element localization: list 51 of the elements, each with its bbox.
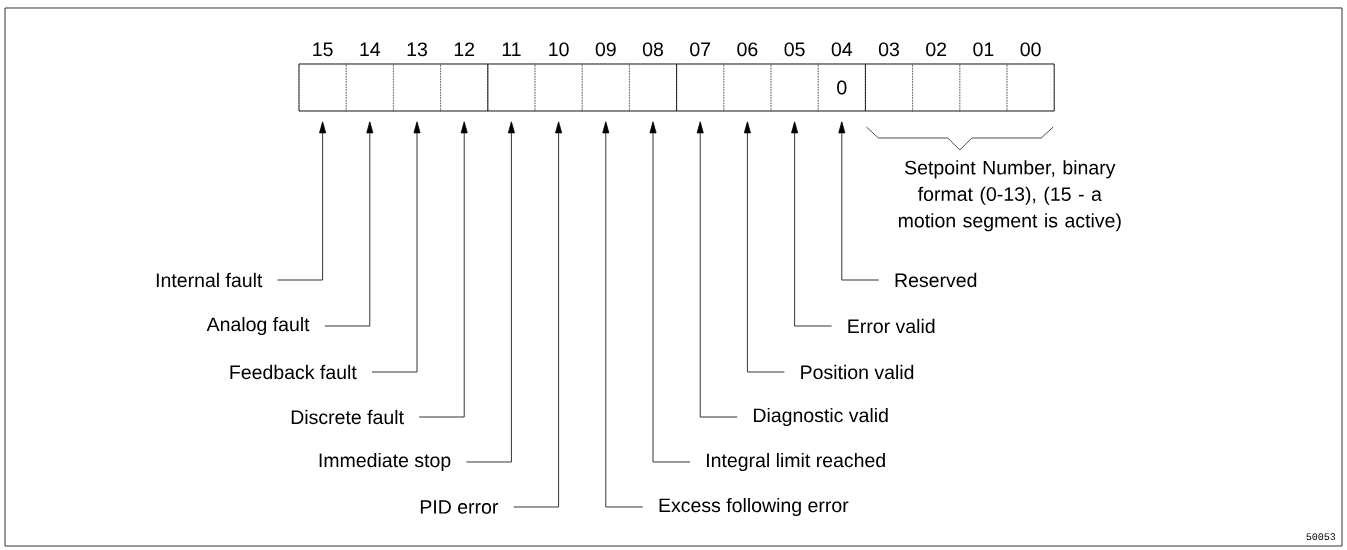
bit-number: 10	[549, 42, 569, 57]
bit-number: 11	[502, 42, 521, 56]
field-label: Internal fault	[156, 272, 263, 288]
field-label: Reserved	[895, 272, 977, 288]
bit-number: 06	[737, 42, 758, 57]
bit-number: 13	[407, 42, 427, 57]
leader-arrow	[743, 121, 785, 373]
field-label: Discrete fault	[291, 409, 404, 425]
leader-arrow	[418, 121, 468, 418]
bit-cell	[959, 63, 1008, 112]
bit-number: 05	[784, 42, 805, 57]
bit-cell	[393, 63, 441, 112]
note-text: Setpoint Number, binary format (0-13), (15 - a motion segment is active)	[898, 160, 1121, 232]
leader-arrow	[513, 121, 563, 508]
bit-cell	[770, 63, 819, 112]
field-label: Excess following error	[659, 497, 849, 517]
field-label: Error valid	[848, 318, 935, 334]
bit-number: 04	[831, 42, 853, 57]
field-label: Feedback fault	[230, 364, 357, 380]
leader-arrow	[277, 121, 327, 281]
bit-number: 15	[313, 42, 333, 57]
bit-cell	[581, 63, 630, 112]
leader-arrow	[466, 121, 515, 463]
bit-cell: 0	[817, 63, 866, 112]
bit-cell	[345, 63, 394, 112]
figure-number: 50053	[1306, 533, 1336, 541]
bit-cell	[723, 63, 772, 112]
field-label: Diagnostic valid	[754, 407, 888, 427]
bit-number: 12	[454, 42, 475, 56]
bit-cell	[534, 63, 583, 112]
bit-number: 07	[690, 42, 711, 57]
field-label: Analog fault	[206, 316, 310, 336]
bit-number: 08	[642, 42, 663, 57]
leader-arrow	[324, 121, 374, 327]
bit-number: 14	[360, 42, 381, 56]
bit-cell	[912, 63, 961, 112]
bit-number: 02	[926, 42, 947, 57]
bit-number: 01	[973, 42, 994, 57]
leader-arrow	[602, 121, 644, 508]
bit-number: 09	[595, 42, 616, 57]
field-label: Immediate stop	[319, 452, 451, 472]
leader-arrow	[791, 121, 832, 327]
bit-number: 03	[878, 42, 899, 57]
field-label: Integral limit reached	[707, 452, 885, 472]
leader-arrow	[649, 121, 691, 463]
field-label: PID error	[420, 500, 499, 514]
field-label: Position valid	[801, 364, 914, 380]
bit-number: 00	[1020, 42, 1041, 57]
leader-arrow	[371, 121, 421, 373]
leader-arrow	[696, 121, 738, 418]
leader-arrow	[838, 121, 880, 281]
